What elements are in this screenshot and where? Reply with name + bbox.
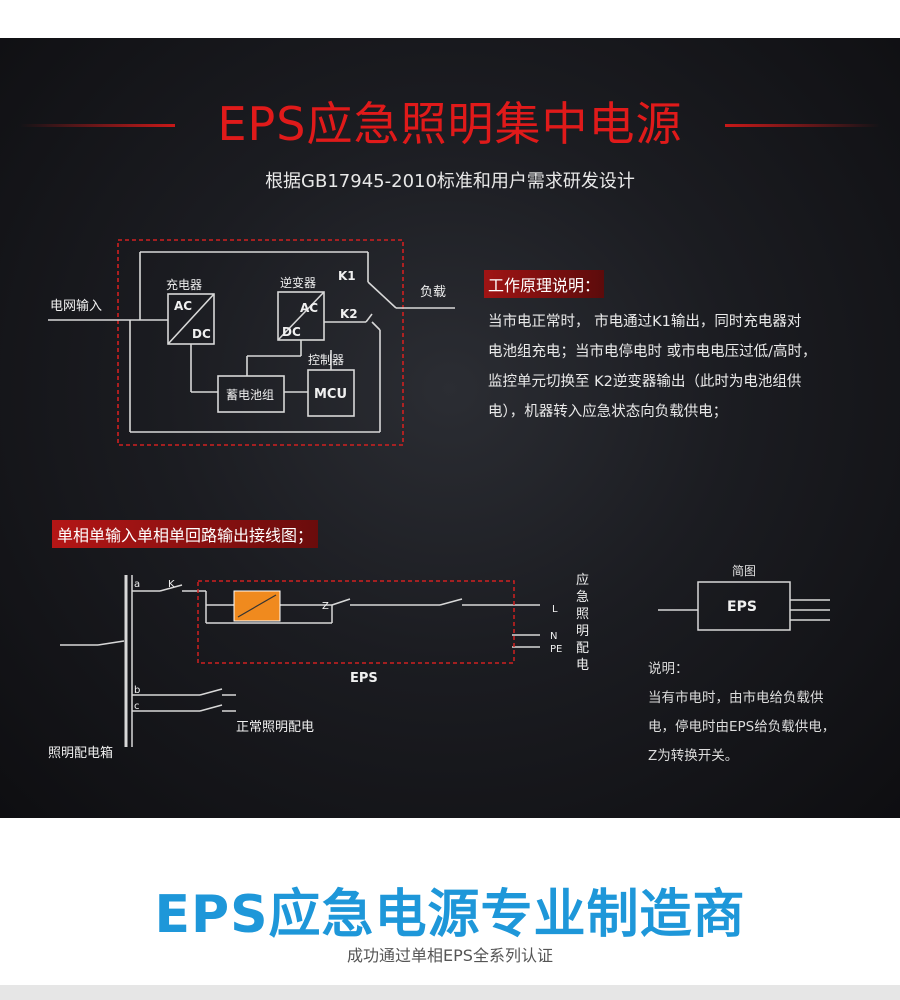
page-subtitle: 根据GB17945-2010标准和用户需求研发设计 <box>265 171 635 192</box>
battery-label: 蓄电池组 <box>226 388 274 402</box>
principle-line-1: 当市电正常时， 市电通过K1输出，同时充电器对 <box>488 314 802 330</box>
eps-label: EPS <box>350 671 378 686</box>
eps-sketch: 简图 EPS <box>658 564 830 631</box>
note-line-2: 电，停电时由EPS给负载供电， <box>648 719 836 735</box>
principle-heading: 工作原理说明： <box>484 270 605 298</box>
inverter-ac: AC <box>300 301 318 315</box>
terminal-pe: PE <box>550 644 562 655</box>
grid-input-label: 电网输入 <box>50 298 102 314</box>
wiring-heading: 单相单输入单相单回路输出接线图； <box>52 520 319 548</box>
page-title: EPS应急照明集中电源 <box>217 97 683 151</box>
line-a-label: a <box>134 579 140 590</box>
title-rule-left <box>20 124 175 127</box>
note-line-1: 当有市电时，由市电给负载供 <box>648 690 824 706</box>
inverter-label: 逆变器 <box>280 275 316 290</box>
note-heading: 说明： <box>648 661 689 677</box>
load-label: 负载 <box>420 285 446 300</box>
sketch-eps: EPS <box>727 599 757 615</box>
k2-label: K2 <box>340 307 358 321</box>
terminal-l: L <box>552 604 558 615</box>
manufacturer-title: EPS应急电源专业制造商 <box>154 885 746 945</box>
terminal-n: N <box>550 631 557 642</box>
footer-strip <box>0 985 900 1000</box>
principle-line-3: 监控单元切换至 K2逆变器输出（此时为电池组供 <box>488 374 802 390</box>
panel-label: 照明配电箱 <box>48 745 113 761</box>
block-diagram: 电网输入 充电器 AC DC 逆变器 AC DC 控制器 蓄电池组 MCU K1… <box>48 239 455 446</box>
dark-panel <box>0 38 900 818</box>
line-c-label: c <box>134 701 140 712</box>
switch-z-label: Z <box>322 601 329 612</box>
k1-label: K1 <box>338 269 356 283</box>
normal-lighting-label: 正常照明配电 <box>236 720 314 735</box>
charger-label: 充电器 <box>166 277 202 292</box>
mcu-label: MCU <box>314 387 347 402</box>
certification-subtitle: 成功通过单相EPS全系列认证 <box>347 946 553 965</box>
charger-ac: AC <box>174 299 192 313</box>
note-line-3: Z为转换开关。 <box>648 748 739 764</box>
switch-k-label: K <box>168 579 175 590</box>
emergency-lighting-vertical: 应 急 照 明 配 电 <box>576 573 590 673</box>
sketch-heading: 简图 <box>732 564 756 578</box>
wiring-diagram: a K Z L N PE EPS b c 正常照明配电 照明配电箱 <box>48 575 562 761</box>
charger-dc: DC <box>192 327 211 341</box>
title-rule-right <box>725 124 880 127</box>
controller-label: 控制器 <box>308 353 344 367</box>
inverter-dc: DC <box>282 325 301 339</box>
principle-line-2: 电池组充电；当市电停电时 或市电电压过低/高时， <box>488 344 817 360</box>
line-b-label: b <box>134 685 140 696</box>
principle-line-4: 电），机器转入应急状态向负载供电； <box>488 404 728 420</box>
